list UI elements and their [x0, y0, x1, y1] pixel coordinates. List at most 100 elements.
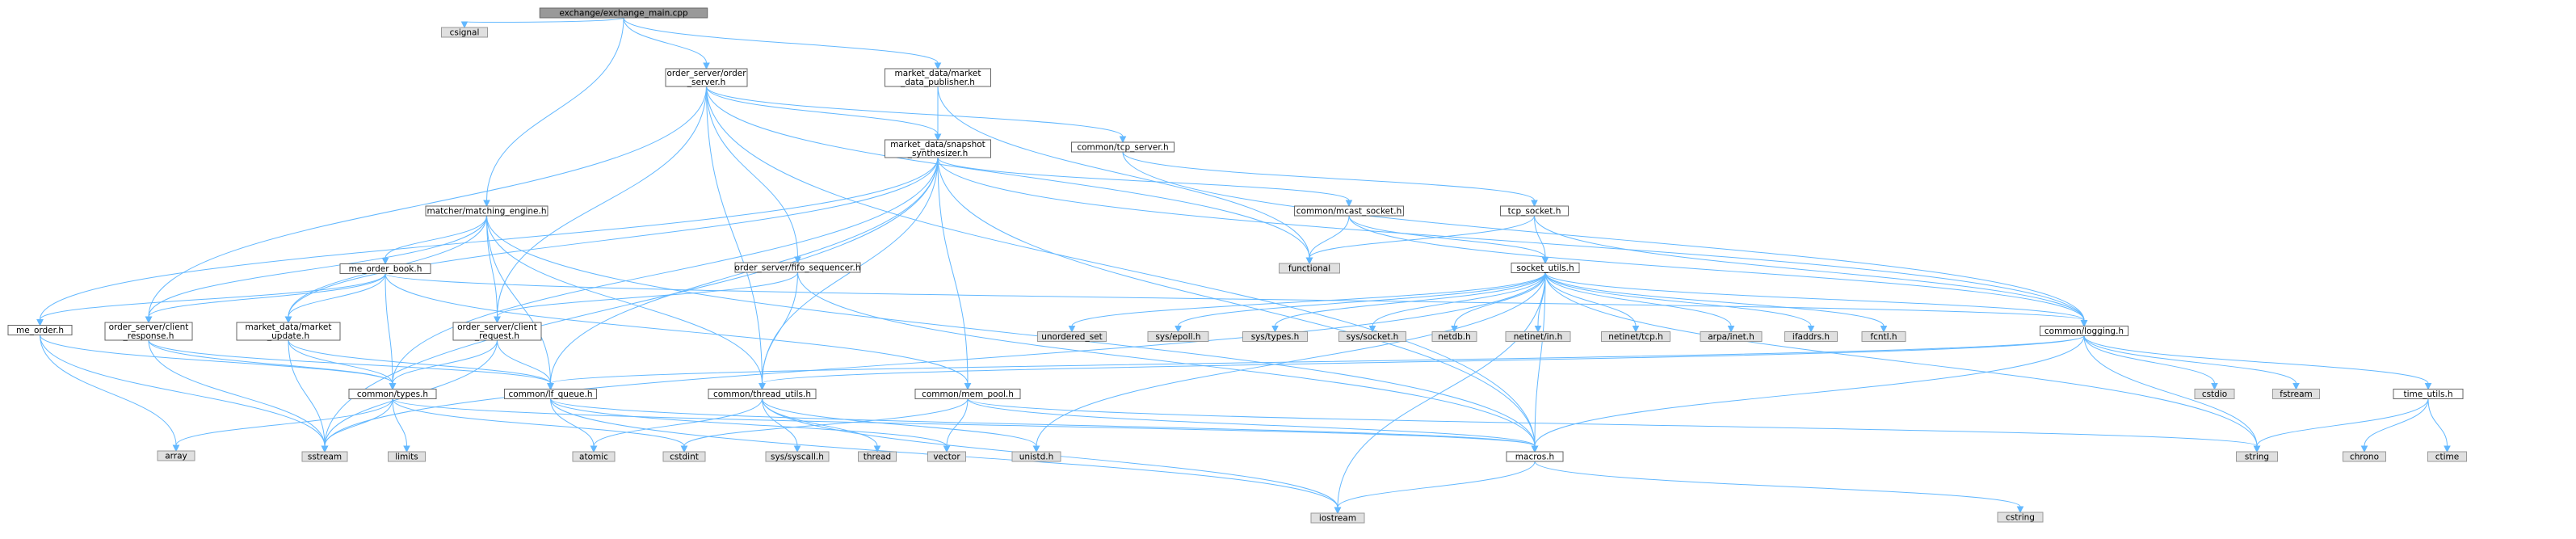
node-label: _response.h [123, 331, 174, 341]
node-label: common/types.h [357, 390, 428, 399]
edge-line [1534, 272, 1546, 447]
node-client_request[interactable]: order_server/client_request.h [452, 322, 542, 341]
edge-me_order_book-to-client_response [145, 273, 386, 324]
node-logging[interactable]: common/logging.h [2040, 326, 2128, 337]
node-mem_pool[interactable]: common/mem_pool.h [914, 389, 1021, 400]
edge-line [1348, 215, 2085, 321]
node-label: _request.h [474, 331, 519, 341]
node-types[interactable]: common/types.h [348, 389, 437, 400]
edge-order_server-to-tcp_server [706, 86, 1127, 144]
edge-arrowhead [1534, 326, 1542, 333]
edge-line [385, 273, 2085, 321]
node-netinet_in: netinet/in.h [1505, 331, 1571, 342]
node-mcast[interactable]: common/mcast_socket.h [1294, 205, 1404, 217]
node-label: chrono [2350, 453, 2379, 462]
edge-arrowhead [483, 200, 490, 208]
node-functional: functional [1279, 263, 1340, 274]
edge-socket_utils-to-logging [1544, 272, 2088, 327]
node-label: limits [395, 453, 418, 462]
node-label: market_data/market [895, 69, 981, 78]
node-fstream: fstream [2272, 389, 2320, 399]
node-box [7, 325, 73, 335]
node-box [914, 389, 1021, 399]
edge-arrowhead [1271, 326, 1279, 333]
node-label: time_utils.h [2403, 390, 2452, 399]
nodes-layer: exchange/exchange_main.cppcsignalorder_s… [7, 7, 2467, 524]
node-mdpub[interactable]: market_data/market_data_publisher.h [885, 68, 991, 87]
node-time_utils[interactable]: time_utils.h [2393, 389, 2464, 400]
node-label: fstream [2280, 390, 2313, 399]
edge-order_server-to-thread_utils [706, 86, 766, 390]
edge-socket_utils-to-sstream [321, 272, 1546, 453]
node-thread_utils[interactable]: common/thread_utils.h [708, 389, 817, 400]
node-box [441, 27, 488, 38]
edge-snapshot-to-logging [937, 157, 2088, 327]
edge-arrowhead [321, 445, 329, 453]
node-matching[interactable]: matcher/matching_engine.h [425, 205, 548, 217]
edge-socket_utils-to-arpa [1544, 272, 1735, 333]
node-box [425, 205, 548, 217]
node-socket_utils[interactable]: socket_utils.h [1511, 263, 1580, 274]
edge-arrowhead [460, 21, 469, 29]
node-label: socket_utils.h [1516, 263, 1574, 273]
edge-line [1372, 272, 1546, 326]
edge-line [1544, 272, 1732, 326]
edge-logging-to-time_utils [2083, 335, 2432, 390]
edge-thread_utils-to-unistd [762, 398, 1040, 453]
node-box [1011, 451, 1061, 462]
edge-socket_utils-to-epoll [1175, 272, 1546, 333]
node-lfqueue[interactable]: common/lf_queue.h [504, 389, 597, 400]
node-market_update[interactable]: market_data/market_update.h [236, 322, 341, 341]
node-iostream: iostream [1310, 512, 1365, 524]
node-me_order[interactable]: me_order.h [7, 325, 73, 336]
node-macros[interactable]: macros.h [1506, 451, 1564, 462]
node-main[interactable]: exchange/exchange_main.cpp [539, 7, 708, 19]
node-box [1037, 331, 1107, 342]
node-label: fcntl.h [1870, 332, 1897, 342]
edge-line [148, 339, 551, 384]
node-tcp_socket[interactable]: tcp_socket.h [1500, 205, 1569, 217]
edge-arrowhead [793, 445, 801, 453]
edge-line [486, 215, 498, 318]
edge-line [967, 398, 2258, 447]
edge-line [706, 86, 1124, 137]
edge-socket_utils-to-unordered_set [1068, 272, 1546, 333]
edge-line [550, 398, 948, 447]
node-label: exchange/exchange_main.cpp [559, 9, 688, 19]
node-tcp_server[interactable]: common/tcp_server.h [1071, 141, 1175, 153]
node-me_order_book[interactable]: me_order_book.h [339, 263, 431, 275]
node-syscall: sys/syscall.h [765, 451, 830, 462]
node-fifo[interactable]: order_server/fifo_sequencer.h [734, 262, 861, 273]
edge-socket_utils-to-fcntl [1544, 272, 1888, 333]
edge-arrowhead [1305, 257, 1313, 265]
edge-line [706, 86, 763, 384]
node-box [1242, 331, 1308, 342]
edge-line [40, 335, 177, 446]
node-unordered_set: unordered_set [1037, 331, 1107, 342]
node-box [665, 68, 748, 87]
edge-time_utils-to-ctime [2427, 398, 2451, 453]
edge-line [2364, 398, 2429, 447]
edge-line [706, 86, 1536, 447]
edge-me_order_book-to-mem_pool [385, 273, 972, 390]
edge-me_order_book-to-types [385, 273, 397, 390]
node-client_response[interactable]: order_server/client_response.h [104, 322, 193, 341]
edge-line [1534, 335, 2085, 447]
node-label: tcp_socket.h [1508, 207, 1561, 217]
node-atomic: atomic [572, 451, 616, 462]
edge-arrowhead [2424, 383, 2432, 390]
edge-line [797, 272, 1536, 447]
node-label: sys/epoll.h [1155, 332, 1200, 342]
edge-line [937, 86, 1310, 259]
node-box [504, 389, 597, 399]
node-box [2040, 326, 2128, 336]
edge-arrowhead [494, 316, 501, 324]
edge-snapshot-to-thread_utils [759, 157, 939, 390]
node-snapshot[interactable]: market_data/snapshot_synthesizer.h [885, 139, 991, 158]
node-order_server[interactable]: order_server/order_server.h [665, 68, 748, 87]
node-label: iostream [1319, 514, 1356, 524]
node-label: netdb.h [1438, 332, 1471, 342]
edge-logging-to-thread_utils [759, 335, 2085, 390]
edge-logging-to-fstream [2083, 335, 2300, 390]
node-fcntl: fcntl.h [1861, 331, 1906, 342]
